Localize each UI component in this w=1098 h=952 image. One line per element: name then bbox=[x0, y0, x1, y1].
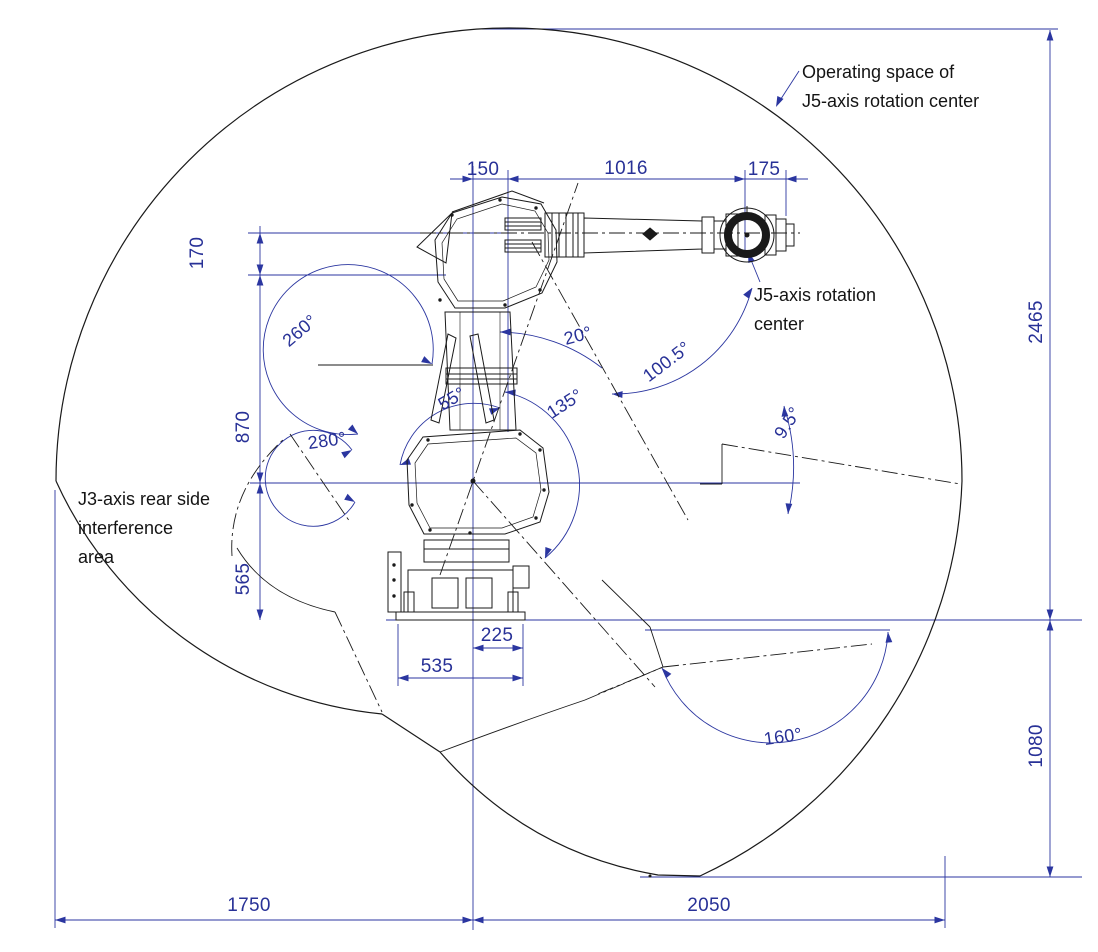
reference-lines bbox=[236, 364, 723, 753]
operating-space-label: Operating space of J5-axis rotation cent… bbox=[802, 58, 979, 116]
j3-interference-line1: J3-axis rear side bbox=[78, 489, 211, 509]
dimension-lines bbox=[54, 28, 1082, 930]
dim-150: 150 bbox=[466, 159, 500, 180]
dim-170: 170 bbox=[187, 236, 208, 270]
dimension-arrowheads bbox=[55, 30, 1054, 924]
j3-interference-line2: interference bbox=[78, 518, 174, 538]
j5-center-line2: center bbox=[754, 314, 805, 334]
bolt-dots bbox=[392, 198, 652, 878]
dim-870: 870 bbox=[233, 410, 254, 444]
dim-565: 565 bbox=[233, 562, 254, 596]
robot-figure bbox=[387, 190, 795, 878]
center-axis-lines bbox=[231, 182, 961, 713]
j3-interference-line3: area bbox=[78, 547, 115, 567]
operating-space-line1: Operating space of bbox=[802, 62, 955, 82]
dim-1016: 1016 bbox=[604, 158, 648, 179]
dim-535: 535 bbox=[420, 656, 454, 677]
dim-2465: 2465 bbox=[1026, 300, 1047, 344]
j3-interference-label: J3-axis rear side interference area bbox=[78, 485, 210, 572]
dim-225: 225 bbox=[480, 625, 514, 646]
j5-center-line1: J5-axis rotation bbox=[754, 285, 877, 305]
j5-rotation-center-label: J5-axis rotation center bbox=[754, 281, 876, 339]
dim-2050: 2050 bbox=[687, 895, 731, 916]
dim-175: 175 bbox=[747, 159, 781, 180]
dim-1750: 1750 bbox=[227, 895, 271, 916]
dim-1080: 1080 bbox=[1026, 724, 1047, 768]
angle-arcs bbox=[262, 264, 889, 744]
operating-space-line2: J5-axis rotation center bbox=[802, 91, 980, 111]
envelope-outline bbox=[55, 27, 963, 877]
